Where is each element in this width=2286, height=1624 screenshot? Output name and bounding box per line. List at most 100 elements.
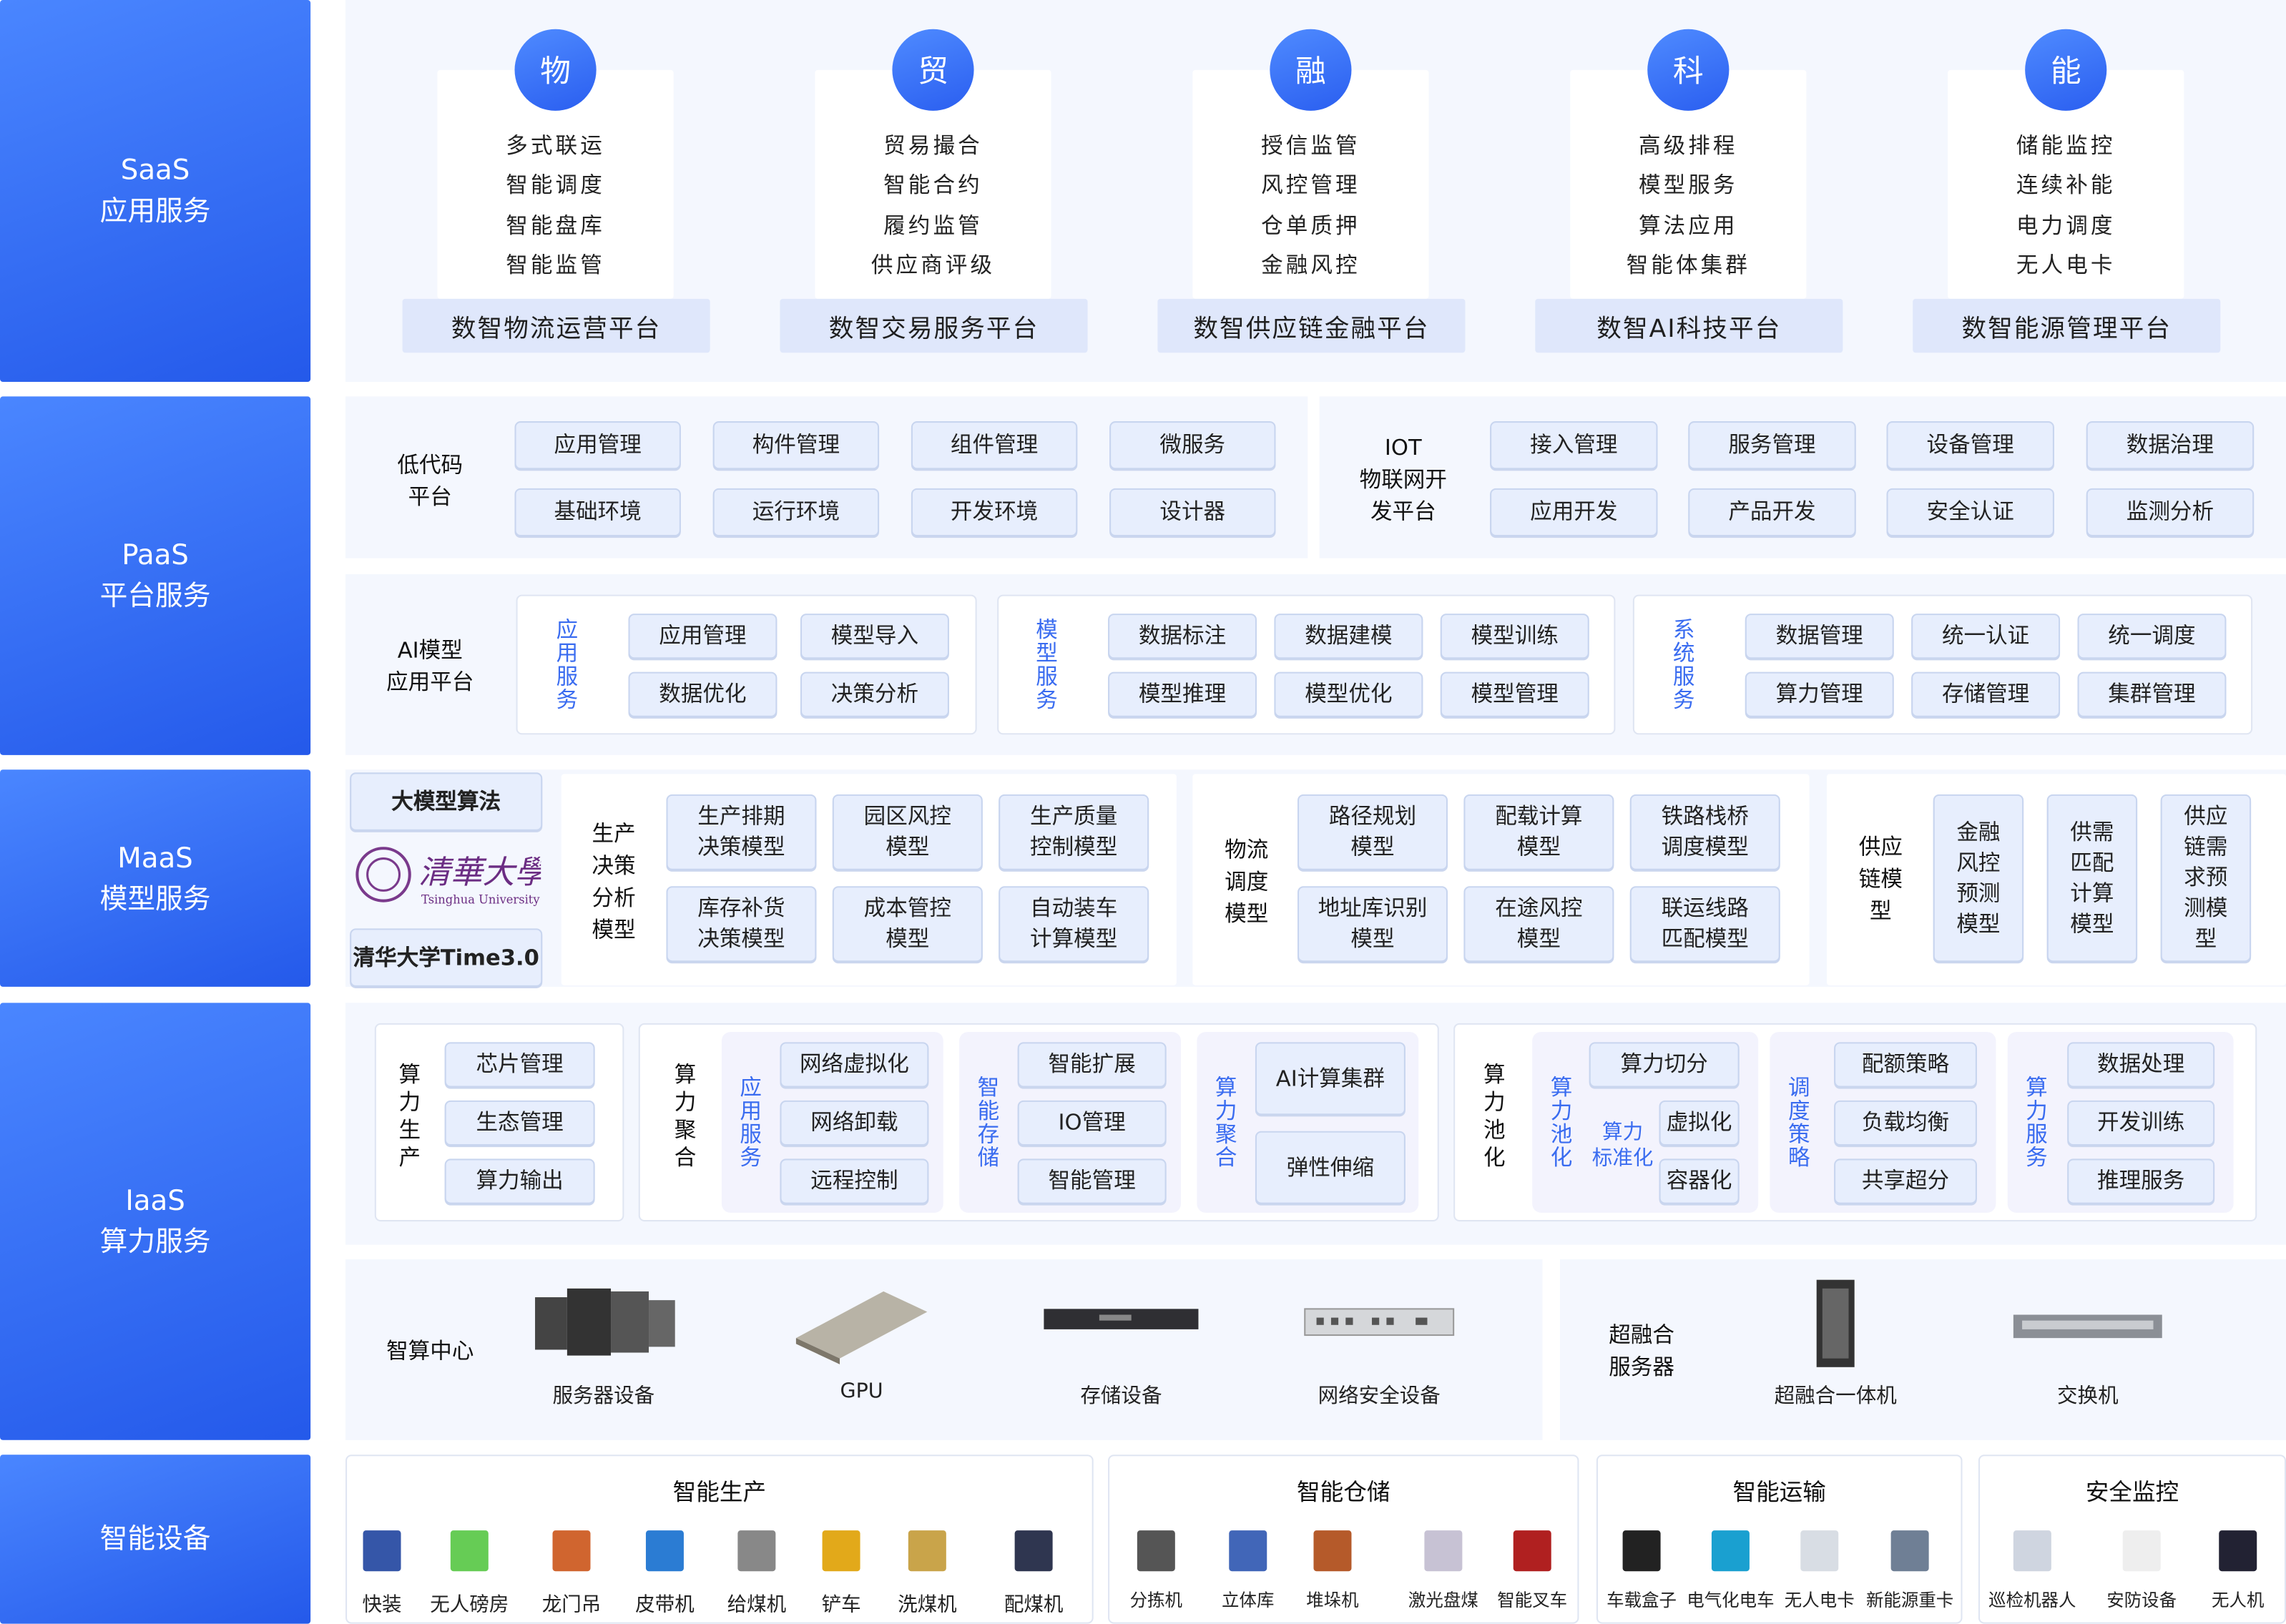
ai-button[interactable]: 决策分析	[800, 671, 949, 717]
production-button[interactable]: 算力输出	[444, 1158, 595, 1204]
aggregation-button[interactable]: 智能扩展	[1017, 1042, 1167, 1088]
model-button[interactable]: 铁路栈桥 调度模型	[1629, 794, 1780, 870]
device-item[interactable]: 龙门吊	[541, 1593, 602, 1617]
device-item[interactable]: 无人电卡	[1784, 1590, 1855, 1611]
ai-button[interactable]: 模型推理	[1108, 671, 1257, 717]
saas-item[interactable]: 高级排程	[1638, 132, 1738, 159]
ai-button[interactable]: 集群管理	[2077, 671, 2227, 717]
pooling-button[interactable]: 推理服务	[2067, 1158, 2215, 1204]
device-item[interactable]: 无人机	[2212, 1590, 2265, 1611]
device-item[interactable]: 分拣机	[1129, 1590, 1183, 1611]
saas-item[interactable]: 履约监管	[883, 212, 983, 240]
ai-button[interactable]: 算力管理	[1745, 671, 1894, 717]
pooling-button[interactable]: 负载均衡	[1834, 1100, 1977, 1146]
ai-button[interactable]: 应用管理	[628, 614, 777, 659]
aggregation-button[interactable]: 网络虚拟化	[780, 1042, 929, 1088]
model-button[interactable]: 金融 风控 预测 模型	[1933, 794, 2024, 963]
saas-item[interactable]: 无人电卡	[2016, 252, 2116, 279]
lowcode-button[interactable]: 微服务	[1109, 421, 1276, 470]
saas-item[interactable]: 风控管理	[1261, 172, 1360, 199]
ai-button[interactable]: 数据优化	[628, 671, 777, 717]
aggregation-button[interactable]: 网络卸载	[780, 1100, 929, 1146]
device-item[interactable]: 新能源重卡	[1865, 1590, 1954, 1611]
device-item[interactable]: 洗煤机	[898, 1593, 957, 1617]
lowcode-button[interactable]: 开发环境	[911, 488, 1078, 537]
saas-item[interactable]: 智能合约	[883, 172, 983, 199]
model-button[interactable]: 自动装车 计算模型	[999, 886, 1149, 963]
model-button[interactable]: 地址库识别 模型	[1297, 886, 1448, 963]
iot-button[interactable]: 监测分析	[2086, 488, 2255, 537]
saas-item[interactable]: 金融风控	[1261, 252, 1360, 279]
model-button[interactable]: 库存补货 决策模型	[666, 886, 817, 963]
ai-button[interactable]: 统一调度	[2077, 614, 2227, 659]
saas-item[interactable]: 电力调度	[2016, 212, 2116, 240]
device-item[interactable]: 安防设备	[2106, 1590, 2177, 1611]
ai-button[interactable]: 模型训练	[1440, 614, 1589, 659]
lowcode-button[interactable]: 组件管理	[911, 421, 1078, 470]
model-button[interactable]: 成本管控 模型	[832, 886, 983, 963]
saas-item[interactable]: 智能盘库	[506, 212, 605, 240]
saas-item[interactable]: 贸易撮合	[883, 132, 983, 159]
device-item[interactable]: 铲车	[821, 1593, 861, 1617]
saas-item[interactable]: 仓单质押	[1261, 212, 1360, 240]
saas-item[interactable]: 供应商评级	[870, 252, 996, 279]
iot-button[interactable]: 安全认证	[1886, 488, 2054, 537]
platform-button[interactable]: 数智AI科技平台	[1535, 298, 1843, 353]
model-button[interactable]: 在途风控 模型	[1463, 886, 1614, 963]
ai-button[interactable]: 存储管理	[1911, 671, 2061, 717]
saas-item[interactable]: 算法应用	[1638, 212, 1738, 240]
saas-item[interactable]: 储能监控	[2016, 132, 2116, 159]
device-item[interactable]: 电气化电车	[1687, 1590, 1775, 1611]
lowcode-button[interactable]: 应用管理	[514, 421, 681, 470]
device-item[interactable]: 皮带机	[635, 1593, 695, 1617]
pooling-button[interactable]: 开发训练	[2067, 1100, 2215, 1146]
model-button[interactable]: 生产质量 控制模型	[999, 794, 1149, 870]
device-item[interactable]: 激光盘煤	[1408, 1590, 1478, 1611]
lowcode-button[interactable]: 构件管理	[712, 421, 880, 470]
model-button[interactable]: 生产排期 决策模型	[666, 794, 817, 870]
device-item[interactable]: 堆垛机	[1306, 1590, 1359, 1611]
model-button[interactable]: 路径规划 模型	[1297, 794, 1448, 870]
saas-item[interactable]: 连续补能	[2016, 172, 2116, 199]
pooling-button[interactable]: 虚拟化	[1659, 1100, 1740, 1146]
platform-button[interactable]: 数智能源管理平台	[1913, 298, 2221, 353]
saas-item[interactable]: 多式联运	[506, 132, 605, 159]
device-item[interactable]: 巡检机器人	[1988, 1590, 2076, 1611]
ai-button[interactable]: 模型导入	[800, 614, 949, 659]
saas-item[interactable]: 智能体集群	[1626, 252, 1750, 279]
aggregation-button[interactable]: 远程控制	[780, 1158, 929, 1204]
model-button[interactable]: 供应 链需 求预 测模 型	[2160, 794, 2252, 963]
pooling-button[interactable]: 数据处理	[2067, 1042, 2215, 1088]
saas-item[interactable]: 智能调度	[506, 172, 605, 199]
ai-button[interactable]: 数据建模	[1274, 614, 1423, 659]
iot-button[interactable]: 设备管理	[1886, 421, 2054, 470]
model-button[interactable]: 联运线路 匹配模型	[1629, 886, 1780, 963]
platform-button[interactable]: 数智供应链金融平台	[1157, 298, 1466, 353]
iot-button[interactable]: 服务管理	[1688, 421, 1856, 470]
pooling-button[interactable]: 算力切分	[1589, 1042, 1740, 1088]
platform-button[interactable]: 数智交易服务平台	[780, 298, 1088, 353]
ai-button[interactable]: 数据标注	[1108, 614, 1257, 659]
iot-button[interactable]: 数据治理	[2086, 421, 2255, 470]
pooling-button[interactable]: 共享超分	[1834, 1158, 1977, 1204]
device-item[interactable]: 快装	[362, 1593, 402, 1617]
iot-button[interactable]: 接入管理	[1490, 421, 1658, 470]
device-item[interactable]: 智能叉车	[1497, 1590, 1568, 1611]
production-button[interactable]: 芯片管理	[444, 1042, 595, 1088]
pooling-button[interactable]: 配额策略	[1834, 1042, 1977, 1088]
aggregation-button[interactable]: IO管理	[1017, 1100, 1167, 1146]
ai-button[interactable]: 统一认证	[1911, 614, 2061, 659]
lowcode-button[interactable]: 设计器	[1109, 488, 1276, 537]
aggregation-button[interactable]: AI计算集群	[1255, 1042, 1406, 1116]
device-item[interactable]: 配煤机	[1004, 1593, 1064, 1617]
model-button[interactable]: 园区风控 模型	[832, 794, 983, 870]
saas-item[interactable]: 授信监管	[1261, 132, 1360, 159]
aggregation-button[interactable]: 弹性伸缩	[1255, 1131, 1406, 1204]
model-button[interactable]: 供需 匹配 计算 模型	[2046, 794, 2138, 963]
device-item[interactable]: 立体库	[1222, 1590, 1275, 1611]
aggregation-button[interactable]: 智能管理	[1017, 1158, 1167, 1204]
device-item[interactable]: 车载盒子	[1606, 1590, 1677, 1611]
ai-button[interactable]: 数据管理	[1745, 614, 1894, 659]
model-button[interactable]: 配载计算 模型	[1463, 794, 1614, 870]
production-button[interactable]: 生态管理	[444, 1100, 595, 1146]
